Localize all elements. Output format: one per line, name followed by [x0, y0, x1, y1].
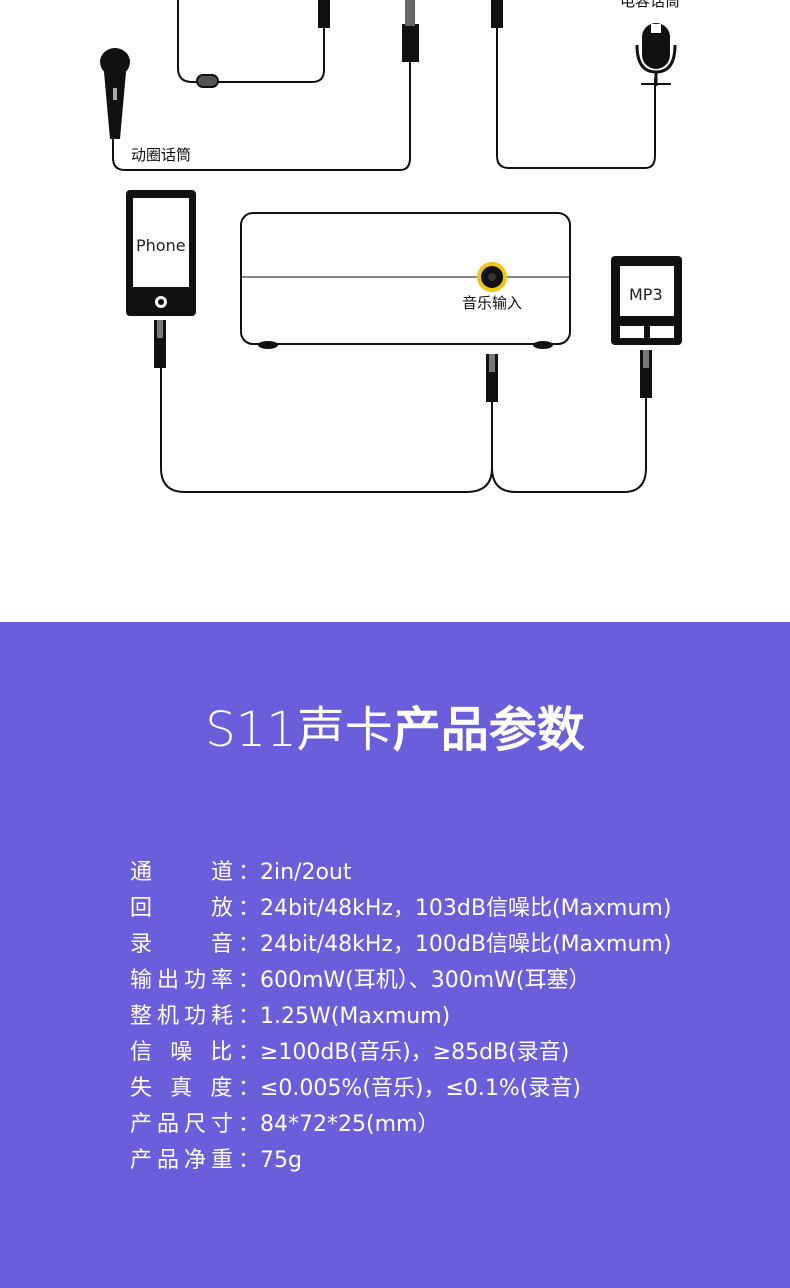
cable-clip — [196, 74, 219, 88]
parameter-value: 1.25W(Maxmum) — [260, 1004, 451, 1029]
mp3-plug-icon — [640, 350, 652, 398]
parameter-value: ≤0.005%(音乐)，≤0.1%(录音) — [260, 1076, 581, 1101]
product-parameters-section: S11声卡产品参数 通 道： 2in/2out 回 放： 24bit/48kHz… — [0, 622, 790, 1288]
parameter-value: 24bit/48kHz，100dB信噪比(Maxmum) — [260, 932, 672, 957]
parameter-value: 2in/2out — [260, 860, 352, 885]
parameters-title-prefix: S11声卡 — [205, 702, 393, 758]
parameter-value: ≥100dB(音乐)，≥85dB(录音) — [260, 1040, 570, 1065]
parameter-row: 失 真 度： ≤0.005%(音乐)，≤0.1%(录音) — [130, 1071, 730, 1107]
parameter-label: 输出功率： — [130, 968, 260, 993]
parameter-value: 24bit/48kHz，103dB信噪比(Maxmum) — [260, 896, 672, 921]
music-input-label: 音乐输入 — [462, 294, 523, 312]
phone-plug-icon — [154, 320, 166, 368]
dynamic-mic-label: 动圈话筒 — [131, 146, 192, 164]
condenser-mic-label: 电容话筒 — [620, 0, 681, 10]
parameter-row: 整机功耗： 1.25W(Maxmum) — [130, 999, 730, 1035]
parameters-title: S11声卡产品参数 — [0, 706, 790, 754]
phone-label: Phone — [136, 236, 186, 255]
sound-card-device — [240, 212, 571, 349]
parameter-list: 通 道： 2in/2out 回 放： 24bit/48kHz，103dB信噪比(… — [130, 855, 730, 1179]
parameter-value: 84*72*25(mm） — [260, 1112, 440, 1137]
connection-diagram-art — [100, 0, 682, 493]
parameter-label: 整机功耗： — [130, 1004, 260, 1029]
parameter-label: 回 放： — [130, 896, 260, 921]
plug-top-middle-grip — [402, 24, 419, 62]
parameter-value: 600mW(耳机）、300mW(耳塞） — [260, 968, 591, 993]
parameter-row: 信 噪 比： ≥100dB(音乐)，≥85dB(录音) — [130, 1035, 730, 1071]
music-input-jack-icon — [477, 262, 507, 292]
cable-card-to-mp3 — [491, 398, 647, 493]
sound-card-plug-icon — [486, 354, 498, 402]
condenser-microphone-icon — [635, 23, 677, 86]
parameter-label: 通 道： — [130, 860, 260, 885]
cable-dynamic-mic — [112, 62, 411, 171]
parameter-value: 75g — [260, 1148, 302, 1173]
plug-top-right — [491, 0, 503, 28]
cable-phone-to-card — [160, 368, 493, 493]
parameter-label: 失 真 度： — [130, 1076, 260, 1101]
mp3-player-icon — [611, 256, 682, 345]
parameter-row: 通 道： 2in/2out — [130, 855, 730, 891]
parameter-row: 输出功率： 600mW(耳机）、300mW(耳塞） — [130, 963, 730, 999]
parameter-label: 产品尺寸： — [130, 1112, 260, 1137]
cable-condenser-mic — [496, 28, 656, 169]
mp3-label: MP3 — [629, 285, 663, 304]
parameters-title-bold: 产品参数 — [392, 702, 585, 758]
parameter-row: 录 音： 24bit/48kHz，100dB信噪比(Maxmum) — [130, 927, 730, 963]
plug-top-left — [318, 0, 330, 28]
parameter-row: 回 放： 24bit/48kHz，103dB信噪比(Maxmum) — [130, 891, 730, 927]
plug-top-middle-body — [405, 0, 415, 26]
parameter-label: 录 音： — [130, 932, 260, 957]
parameter-row: 产品尺寸： 84*72*25(mm） — [130, 1107, 730, 1143]
parameter-label: 信 噪 比： — [130, 1040, 260, 1065]
phone-icon — [126, 190, 196, 316]
parameter-label: 产品净重： — [130, 1148, 260, 1173]
cable-top-left-loop — [177, 0, 325, 83]
parameter-row: 产品净重： 75g — [130, 1143, 730, 1179]
dynamic-microphone-icon — [100, 48, 130, 139]
connection-diagram: 电容话筒 动圈话筒 Phone 音乐输入 MP3 — [0, 0, 790, 622]
